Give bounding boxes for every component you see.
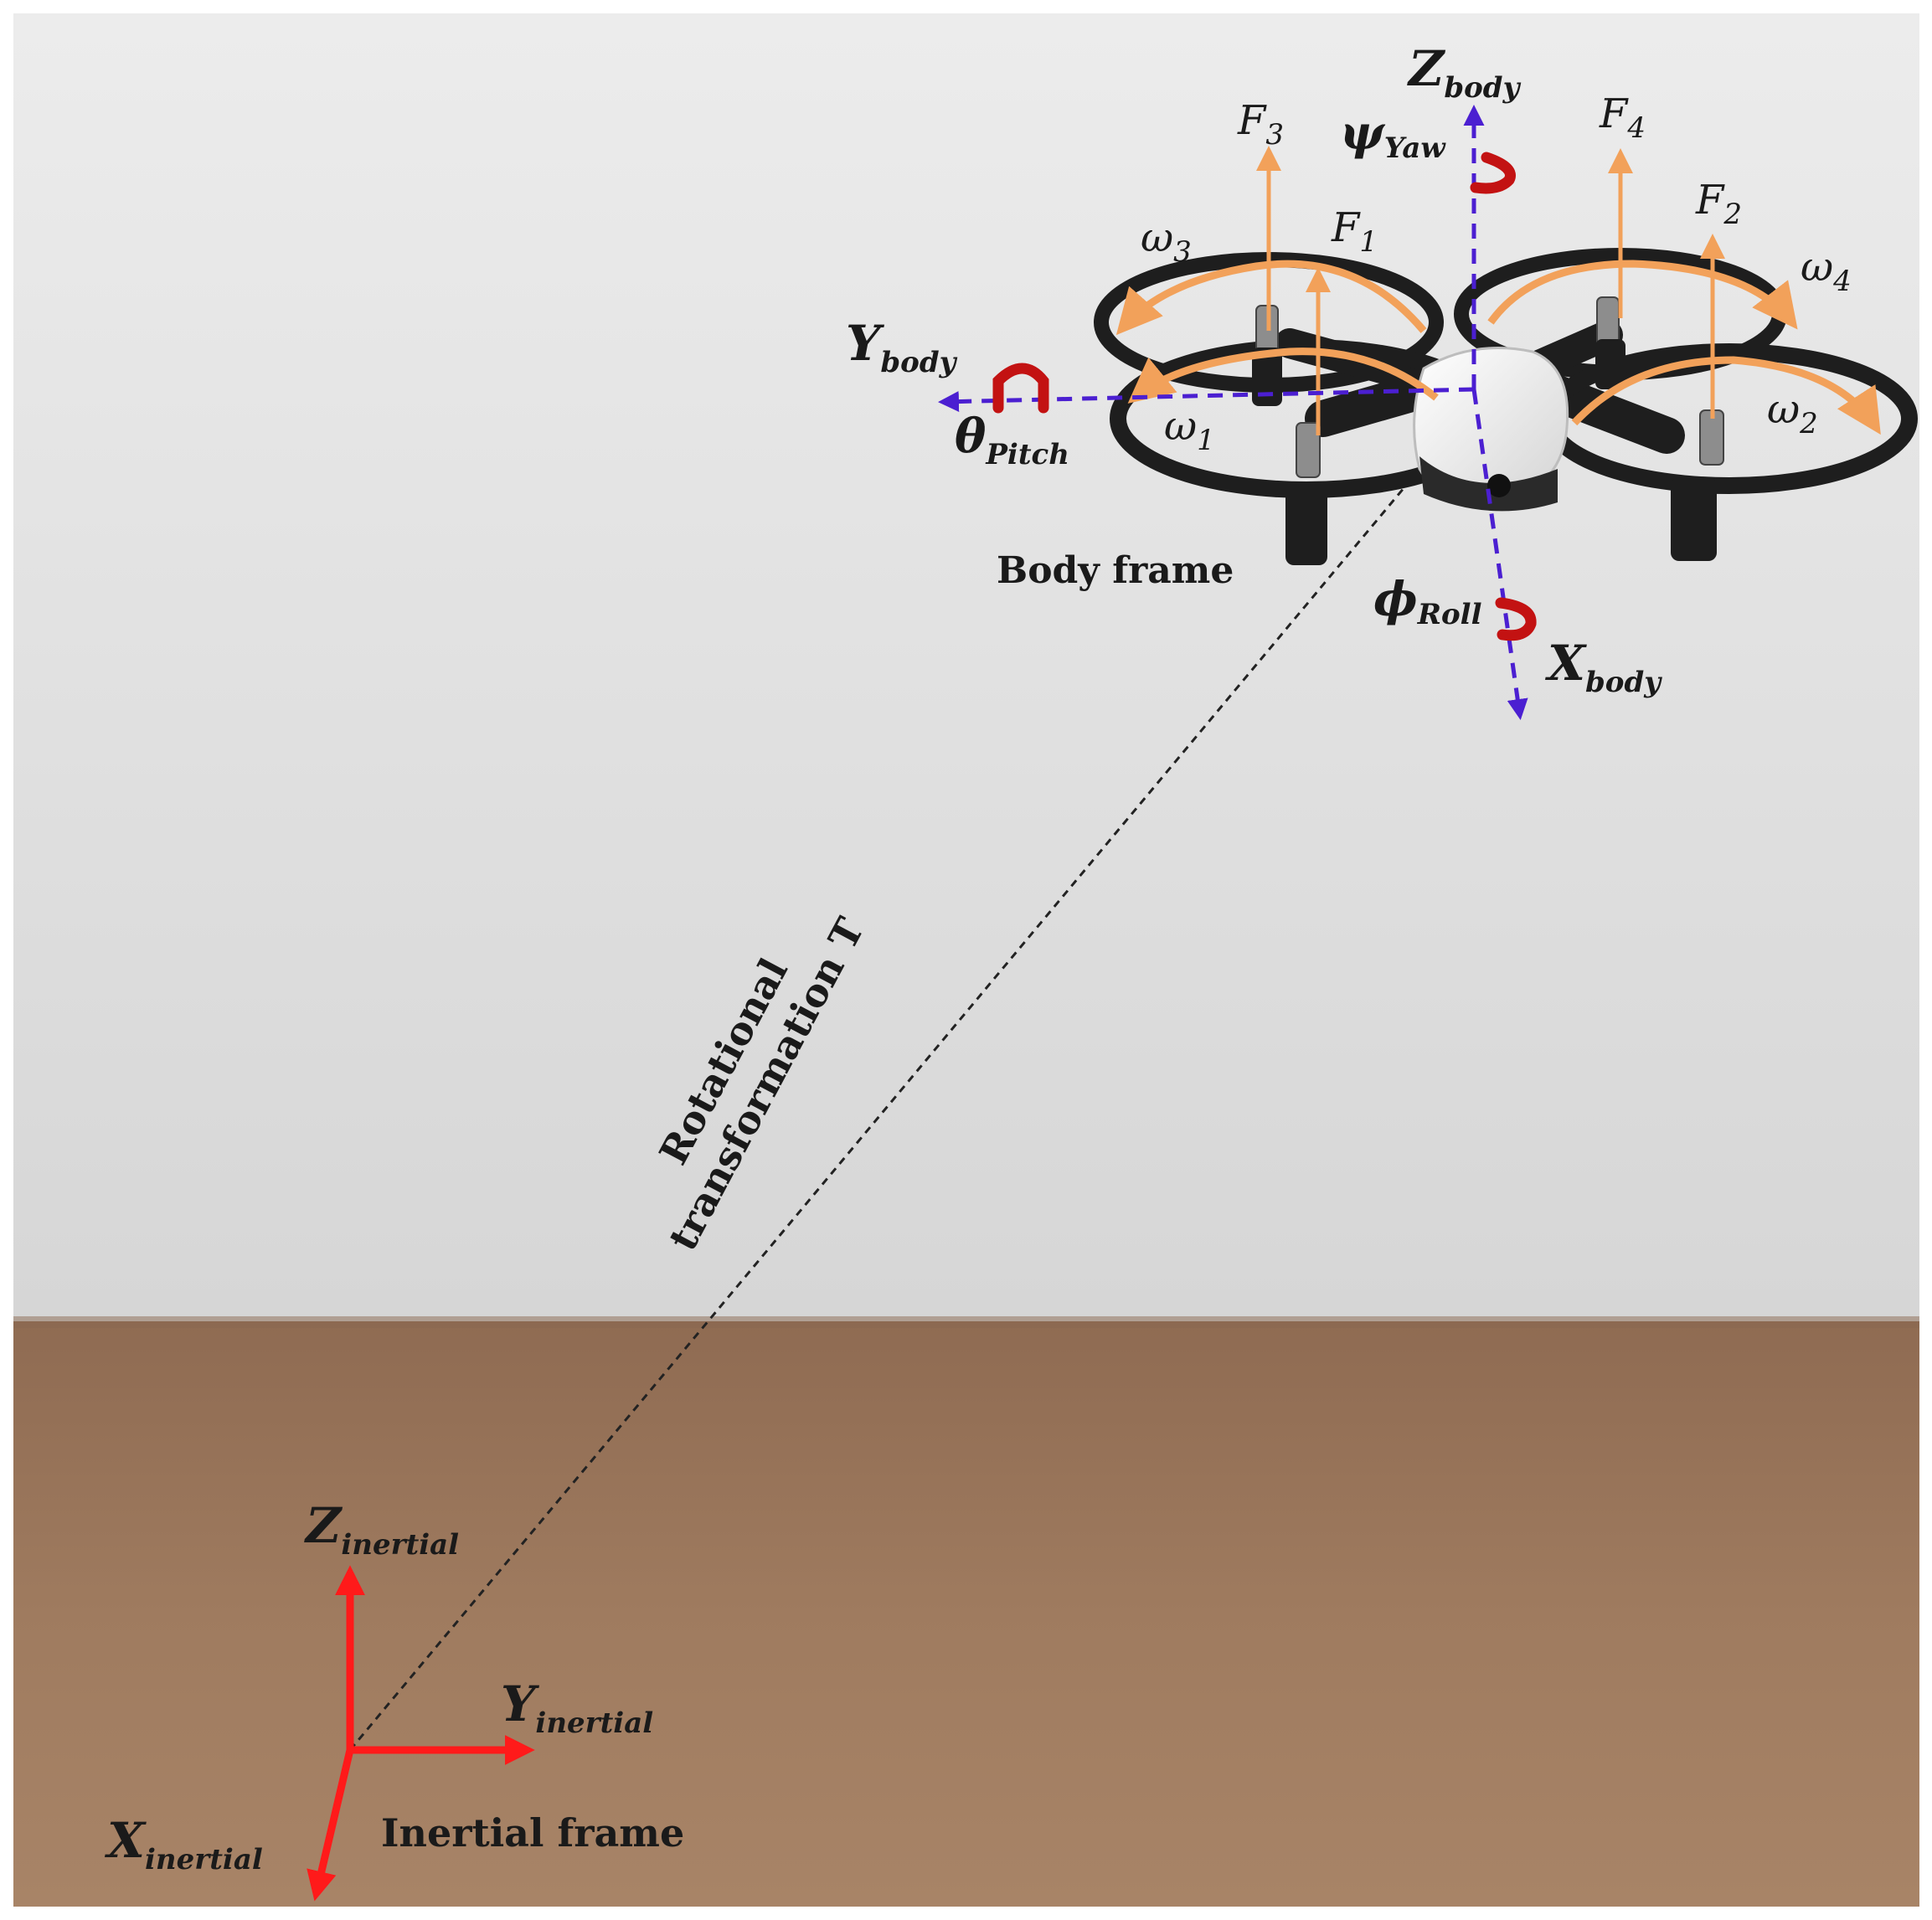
yaw-rotation-icon	[1470, 152, 1516, 194]
body-axes	[938, 105, 1528, 720]
force-label-2: F2	[1695, 177, 1742, 231]
omega-label-1: ω1	[1164, 403, 1215, 457]
thrust-arrows	[1256, 146, 1725, 435]
y-body-label: Ybody	[846, 315, 958, 379]
force-label-4: F4	[1599, 90, 1646, 145]
y-body-axis	[938, 387, 1475, 413]
inertial-axes	[307, 1565, 535, 1902]
force-label-1: F1	[1331, 204, 1378, 259]
transformation-line	[348, 414, 1466, 1751]
force-label-3: F3	[1237, 97, 1284, 152]
roll-rotation-icon	[1495, 597, 1537, 641]
x-inertial-axis	[307, 1748, 354, 1902]
roll-label: ϕRoll	[1373, 572, 1482, 631]
rotation-markers	[992, 152, 1537, 641]
omega-label-2: ω2	[1767, 386, 1818, 440]
floor-background	[13, 1321, 1919, 1907]
inertial-frame-label: Inertial frame	[381, 1810, 684, 1856]
pitch-label: θPitch	[955, 409, 1069, 471]
z-body-label: Zbody	[1407, 40, 1522, 105]
body-frame-label: Body frame	[997, 549, 1234, 592]
rotor-1-arc	[1127, 347, 1439, 404]
yaw-label: ψYaw	[1340, 106, 1446, 165]
z-inertial-label: Zinertial	[304, 1497, 459, 1562]
x-body-label: Xbody	[1544, 635, 1662, 699]
wall-background	[13, 13, 1919, 1321]
rotor-4-arc	[1487, 260, 1798, 330]
y-inertial-label: Yinertial	[501, 1675, 653, 1740]
x-inertial-label: Xinertial	[104, 1812, 263, 1876]
omega-label-3: ω3	[1141, 214, 1192, 269]
x-body-axis	[1471, 389, 1528, 720]
rotor-3-arc	[1115, 260, 1427, 336]
pitch-rotation-icon	[992, 363, 1049, 414]
rotor-rotation-arcs	[1115, 260, 1881, 435]
omega-label-4: ω4	[1801, 244, 1852, 298]
rotor-2-arc	[1571, 356, 1881, 435]
